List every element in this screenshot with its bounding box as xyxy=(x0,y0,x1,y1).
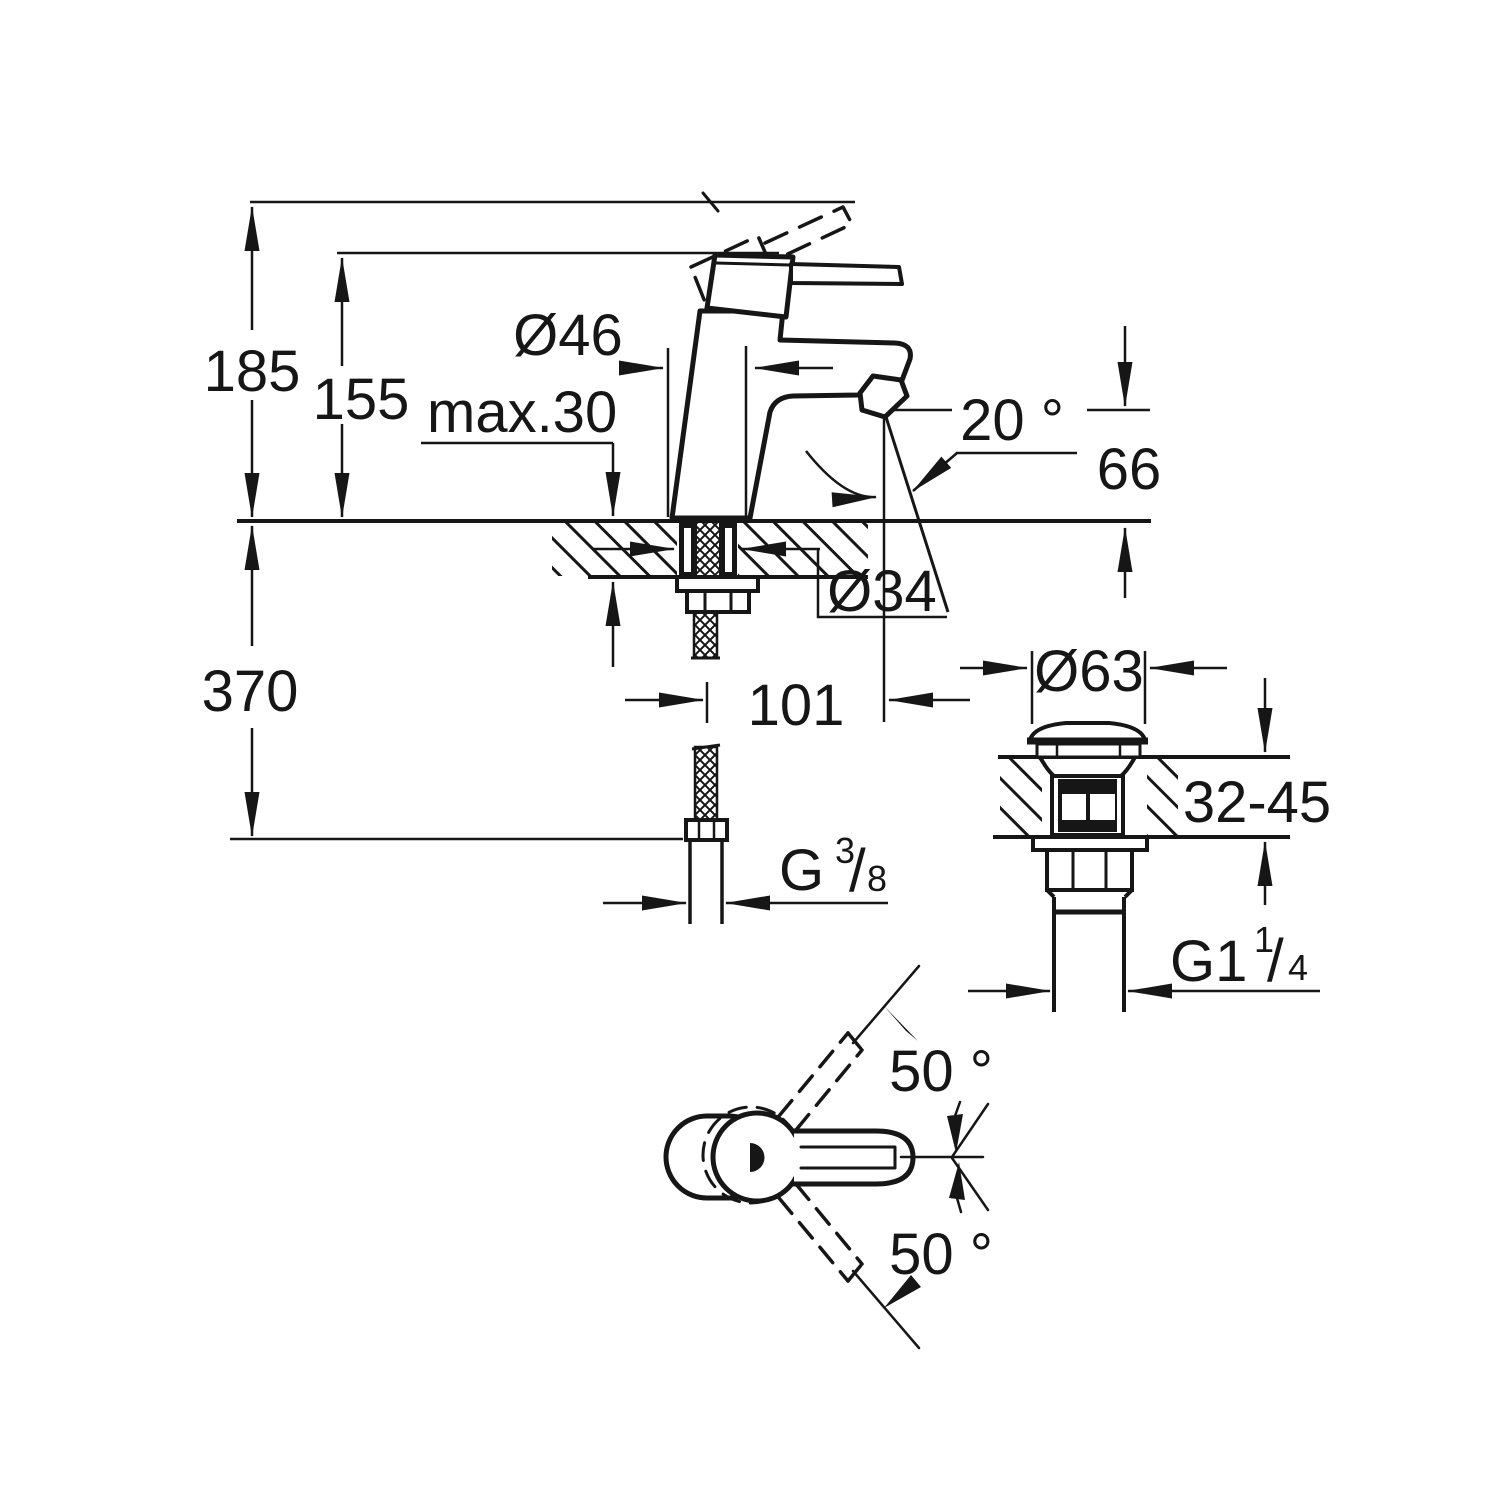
dim-label-34: Ø34 xyxy=(827,559,937,624)
stream-angle-line xyxy=(884,416,950,613)
dimension-370: 370 xyxy=(202,525,683,841)
lever-lower-dash-2 xyxy=(794,1182,864,1266)
dimension-body-diameter: Ø46 xyxy=(513,303,833,517)
dimension-outlet-height: 66 xyxy=(1097,326,1162,598)
dim-label-3245: 32-45 xyxy=(1183,770,1331,835)
angle-arrow-lower-tail xyxy=(955,1196,963,1214)
handle-lever-raised-outline xyxy=(763,205,854,262)
thread-label-g114-prefix: G1 xyxy=(1170,929,1247,994)
aerator-outline xyxy=(857,373,910,420)
waste-body-window-2 xyxy=(1090,794,1115,820)
dim-label-155: 155 xyxy=(313,367,410,432)
handle-lever xyxy=(789,262,904,286)
waste-cap-dome xyxy=(1028,721,1147,741)
dimension-waste-cap-diameter: Ø63 xyxy=(960,639,1227,724)
dim-label-370: 370 xyxy=(202,659,299,724)
thread-label-g38-slash: / xyxy=(849,837,866,904)
dimension-155: 155 xyxy=(313,251,779,518)
dimension-waste-deck-range: 32-45 xyxy=(1183,678,1331,905)
dim-label-50-lower: 50 ° xyxy=(889,1222,993,1287)
dim-label-63: Ø63 xyxy=(1034,639,1144,704)
leader-34 xyxy=(816,549,947,619)
handle-knob xyxy=(704,252,796,320)
waste-detail-view xyxy=(993,721,1290,1012)
waste-deck-hatch-left xyxy=(1000,759,1042,835)
mounting-shank xyxy=(675,520,760,660)
top-view-lever-inner xyxy=(799,1145,897,1170)
supply-hose-upper xyxy=(692,610,719,660)
angle-arrow-upper-tail xyxy=(953,1100,962,1118)
dimension-waste-thread: G1 1 / 4 xyxy=(968,919,1320,999)
waste-taper-left xyxy=(1045,888,1056,899)
thread-label-g38-numerator: 3 xyxy=(835,830,855,871)
dim-label-20deg: 20 ° xyxy=(960,388,1064,453)
supply-hose-end xyxy=(684,743,729,924)
thread-label-g114-denominator: 4 xyxy=(1288,947,1308,988)
waste-cap-skirt xyxy=(1035,742,1142,759)
dimension-185: 185 xyxy=(204,200,855,518)
dimension-max-deck-thickness: max.30 xyxy=(421,380,621,667)
dimension-spout-projection: 101 xyxy=(625,673,970,738)
supply-hose-lower xyxy=(693,745,719,822)
faucet-top-view: 50 ° 50 ° xyxy=(663,964,993,1350)
handle-knob-top-edge xyxy=(714,261,792,267)
dimension-supply-thread: G 3 / 8 xyxy=(603,830,888,911)
angle-arrow-lower-lever xyxy=(884,1275,921,1308)
dim-label-46: Ø46 xyxy=(513,303,623,368)
angle-arrow-upper-center xyxy=(947,1114,963,1153)
faucet-side-view xyxy=(669,191,913,521)
lever-upper-dash-1 xyxy=(777,1031,850,1118)
lever-upper-dash-2 xyxy=(794,1048,864,1132)
dim-label-50-upper: 50 ° xyxy=(889,1039,993,1104)
lever-lower-dash-1 xyxy=(777,1196,850,1283)
thread-label-g114-numerator: 1 xyxy=(1254,919,1274,960)
aerator-angle-annotation: 20 ° xyxy=(805,388,1150,722)
angle-ext-line-upper xyxy=(851,964,921,1045)
dim-label-101: 101 xyxy=(748,673,845,738)
shank-rod-right-slot xyxy=(725,528,732,572)
waste-deck-hatch-right xyxy=(1147,759,1178,835)
mounting-nut xyxy=(685,589,751,614)
waste-taper-right xyxy=(1123,888,1134,899)
mounting-flange xyxy=(675,575,760,593)
dim-label-66: 66 xyxy=(1097,437,1162,502)
supply-hose-cut xyxy=(691,743,721,751)
waste-locknut xyxy=(1045,848,1134,892)
dim-label-max30: max.30 xyxy=(427,380,617,445)
dimension-hole-diameter: Ø34 xyxy=(592,541,947,624)
hose-connection-nut xyxy=(684,818,729,842)
thread-label-g38-denominator: 8 xyxy=(867,858,887,899)
angle-arc-arrow xyxy=(805,450,877,508)
waste-body-window-1 xyxy=(1062,794,1086,820)
angle-ext-line-lower xyxy=(851,1269,921,1350)
thread-label-g114-slash: / xyxy=(1267,927,1284,994)
angle-tick-upper xyxy=(950,1102,990,1159)
angle-leader-arrow xyxy=(912,452,958,492)
shank-rod-left-slot xyxy=(684,528,691,572)
dim-label-185: 185 xyxy=(204,339,301,404)
top-view-cartridge-dot xyxy=(750,1143,765,1172)
angle-arrow-upper-lever xyxy=(884,1006,918,1041)
angle-arrow-lower-center xyxy=(949,1162,965,1200)
thread-label-g38-prefix: G xyxy=(779,838,824,903)
